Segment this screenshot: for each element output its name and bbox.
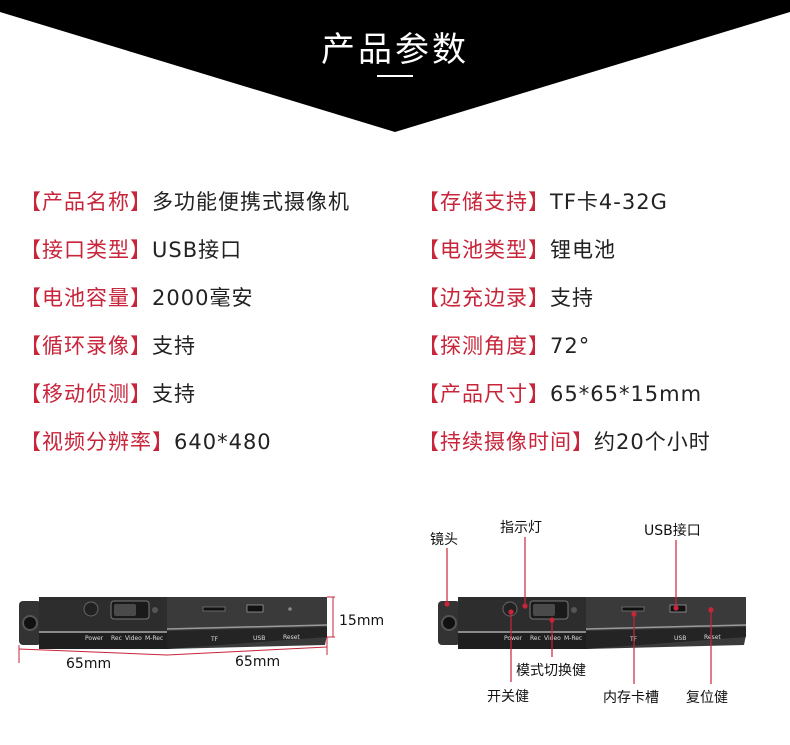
header-banner xyxy=(0,0,790,132)
spec-value: USB接口 xyxy=(152,238,243,262)
spec-interface-type: 【接口类型】USB接口 xyxy=(20,234,242,264)
spec-video-resolution: 【视频分辨率】640*480 xyxy=(20,426,272,456)
spec-storage-support: 【存储支持】TF卡4-32G xyxy=(418,186,668,216)
device-label-power: Power xyxy=(504,635,523,642)
spec-label: 【移动侦测】 xyxy=(20,382,152,406)
callout-reset-key: 复位健 xyxy=(686,690,728,706)
spec-label: 【探测角度】 xyxy=(418,334,550,358)
dimension-depth: 65mm xyxy=(235,654,281,670)
device-label-usb: USB xyxy=(674,635,686,642)
spec-battery-capacity: 【电池容量】2000毫安 xyxy=(20,282,253,312)
spec-motion-detection: 【移动侦测】支持 xyxy=(20,378,196,408)
spec-label: 【边充边录】 xyxy=(418,286,550,310)
device-label-video: Video xyxy=(125,635,142,642)
device-label-reset: Reset xyxy=(283,634,300,641)
spec-loop-recording: 【循环录像】支持 xyxy=(20,330,196,360)
spec-charge-while-recording: 【边充边录】支持 xyxy=(418,282,594,312)
dimension-width: 65mm xyxy=(66,656,112,672)
device-label-reset: Reset xyxy=(704,634,721,641)
device-label-rec: Rec xyxy=(530,635,541,642)
spec-value: 锂电池 xyxy=(550,238,616,262)
callout-indicator: 指示灯 xyxy=(500,520,542,536)
spec-detection-angle: 【探测角度】72° xyxy=(418,330,590,360)
spec-value: 约20个小时 xyxy=(594,430,711,454)
device-label-mrec: M-Rec xyxy=(145,635,163,642)
spec-value: 72° xyxy=(550,334,591,358)
callout-mode-switch: 模式切换健 xyxy=(516,663,586,679)
spec-label: 【循环录像】 xyxy=(20,334,152,358)
dimension-height: 15mm xyxy=(339,613,385,629)
page-title: 产品参数 xyxy=(321,30,469,70)
device-label-tf: TF xyxy=(210,636,219,643)
spec-label: 【接口类型】 xyxy=(20,238,152,262)
callout-power-key: 开关健 xyxy=(487,689,529,705)
spec-label: 【产品尺寸】 xyxy=(418,382,550,406)
device-label-tf: TF xyxy=(629,636,638,643)
spec-value: 多功能便携式摄像机 xyxy=(152,190,350,214)
spec-value: 支持 xyxy=(152,382,196,406)
device-label-rec: Rec xyxy=(111,635,122,642)
spec-value: 支持 xyxy=(550,286,594,310)
device-label-mrec: M-Rec xyxy=(564,635,582,642)
spec-value: TF卡4-32G xyxy=(550,190,668,214)
spec-value: 65*65*15mm xyxy=(550,382,703,406)
product-image-dimensions: Power Rec Video M-Rec TF USB Reset xyxy=(18,591,335,663)
product-image-callouts: Power Rec Video M-Rec TF USB Reset xyxy=(438,597,747,649)
spec-label: 【存储支持】 xyxy=(418,190,550,214)
spec-label: 【产品名称】 xyxy=(20,190,152,214)
spec-value: 2000毫安 xyxy=(152,286,254,310)
callout-usb-port: USB接口 xyxy=(644,523,701,539)
device-label-power: Power xyxy=(85,635,104,642)
spec-product-size: 【产品尺寸】65*65*15mm xyxy=(418,378,702,408)
spec-label: 【电池类型】 xyxy=(418,238,550,262)
spec-value: 640*480 xyxy=(174,430,272,454)
spec-product-name: 【产品名称】多功能便携式摄像机 xyxy=(20,186,350,216)
spec-label: 【视频分辨率】 xyxy=(20,430,174,454)
spec-continuous-recording-time: 【持续摄像时间】约20个小时 xyxy=(418,426,711,456)
spec-label: 【持续摄像时间】 xyxy=(418,430,594,454)
title-underline xyxy=(377,75,413,77)
spec-battery-type: 【电池类型】锂电池 xyxy=(418,234,616,264)
spec-value: 支持 xyxy=(152,334,196,358)
callout-card-slot: 内存卡槽 xyxy=(603,690,659,706)
callout-lens: 镜头 xyxy=(430,532,458,548)
spec-label: 【电池容量】 xyxy=(20,286,152,310)
device-label-usb: USB xyxy=(253,635,265,642)
